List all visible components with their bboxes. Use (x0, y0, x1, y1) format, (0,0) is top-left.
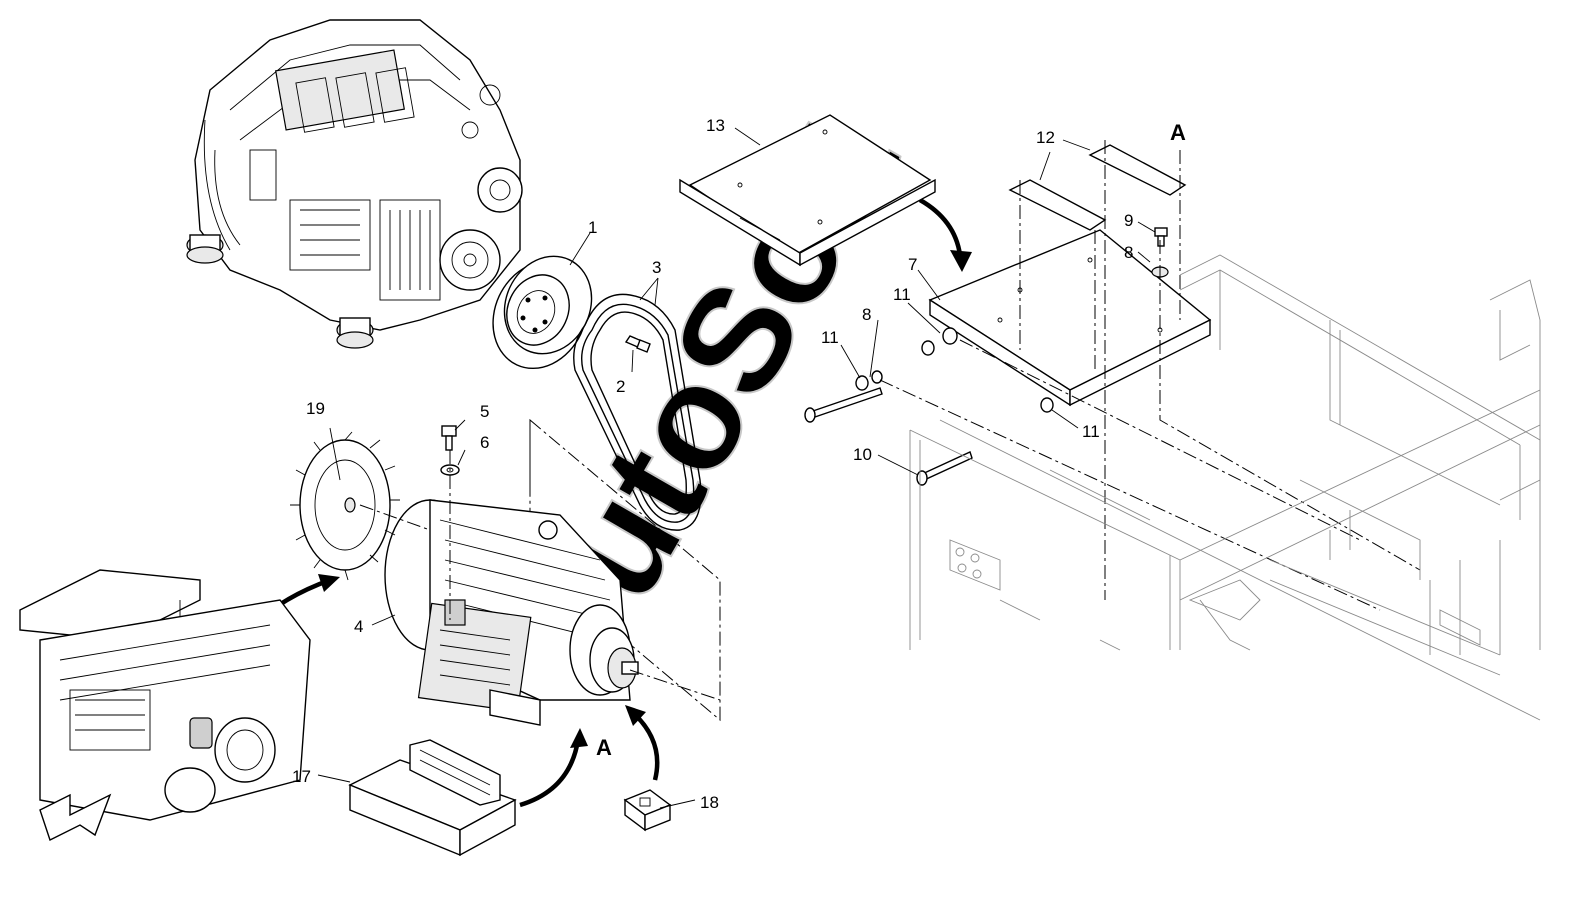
center-lines-right (879, 140, 1421, 611)
callout-17: 17 (292, 767, 311, 786)
callout-8-lower: 8 (862, 305, 871, 324)
callout-11-a: 11 (893, 285, 911, 304)
callout-11-c: 11 (1082, 422, 1100, 441)
machine-illustration (19, 569, 311, 841)
callout-12: 12 (1036, 128, 1055, 147)
bolt-5 (441, 425, 457, 451)
callout-18: 18 (700, 793, 719, 812)
engine-illustration (186, 19, 523, 349)
callout-5: 5 (480, 402, 489, 421)
arrowhead-fan (318, 574, 340, 592)
callout-labels: 1 2 3 4 5 6 7 8 8 9 10 11 11 11 11 12 13… (292, 116, 1133, 812)
callout-8-upper: 8 (1124, 243, 1133, 262)
callout-2: 2 (616, 377, 625, 396)
callout-7: 7 (908, 255, 917, 274)
crank-pulley (492, 255, 593, 370)
spacer-plates (1008, 144, 1187, 231)
callout-1: 1 (588, 218, 597, 237)
arrowhead-cover (950, 250, 972, 272)
v-belts (573, 293, 702, 531)
arrowhead-plug (625, 705, 646, 726)
motor-mount (348, 739, 517, 857)
cover-plate (679, 114, 936, 267)
hardware-parts (804, 227, 1169, 486)
callout-4: 4 (354, 617, 363, 636)
leader-lines (317, 127, 1156, 809)
base-plate (928, 229, 1212, 407)
arrow-mount-to-motor (519, 739, 581, 808)
cooling-fan (290, 431, 400, 581)
callout-11-b: 11 (821, 328, 839, 347)
callout-6: 6 (480, 433, 489, 452)
arrow-cover-to-plate (918, 198, 963, 256)
frame-illustration (909, 254, 1541, 721)
section-marker-top: A (1170, 120, 1186, 145)
bolt-2 (624, 335, 651, 353)
callout-10: 10 (853, 445, 872, 464)
callout-19: 19 (306, 399, 325, 418)
section-marker-bottom: A (596, 735, 612, 760)
center-line-fan (359, 504, 721, 701)
electric-motor (384, 499, 639, 726)
callout-3: 3 (652, 258, 661, 277)
arrowhead-mount (570, 728, 588, 748)
callout-13: 13 (706, 116, 725, 135)
connector-plug (623, 789, 672, 832)
callout-9: 9 (1124, 211, 1133, 230)
